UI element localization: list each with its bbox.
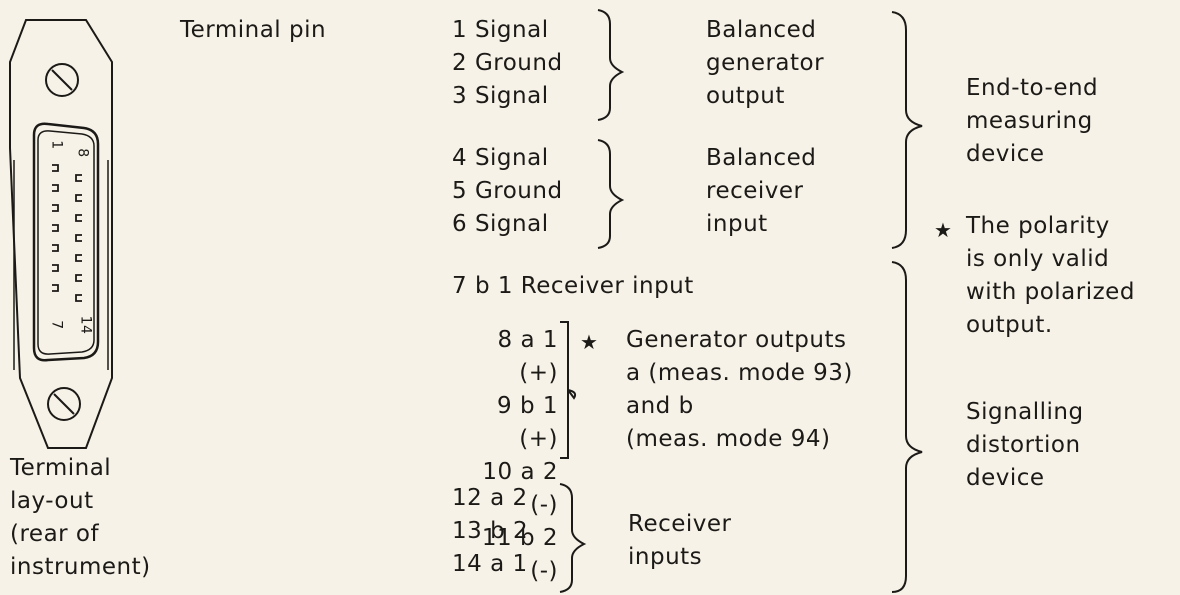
brace-end-to-end [891, 11, 923, 249]
bracket-pins-8-11 [560, 321, 569, 459]
group2-pins: 4 Signal 5 Ground 6 Signal [452, 145, 563, 237]
connector-plate [9, 19, 113, 449]
pin-mark-7: 7 [48, 320, 65, 330]
group1-desc: Balanced generator output [706, 17, 825, 109]
group3-pin: 7 b 1 Receiver input [452, 273, 694, 299]
group5-desc: Receiver inputs [628, 511, 732, 570]
group2-desc: Balanced receiver input [706, 145, 817, 237]
group4-desc: Generator outputs a (meas. mode 93) and … [626, 327, 853, 452]
pin-mark-1: 1 [48, 140, 65, 150]
group1-pins: 1 Signal 2 Ground 3 Signal [452, 17, 563, 109]
brace-pins-4-6 [597, 139, 625, 249]
group4-star-icon: ★ [580, 330, 598, 354]
connector-shell [32, 122, 100, 362]
connector-caption: Terminal lay-out (rear of instrument) [10, 455, 151, 580]
connector-plate-inner [13, 160, 109, 370]
brace-pins-12-14 [559, 483, 587, 593]
bottom-screw-icon [47, 387, 81, 421]
pin-column-left [52, 164, 59, 292]
brace-pins-1-3 [597, 9, 625, 121]
group5-pins: 12 a 2 13 b 2 14 a 1 [452, 485, 529, 577]
pin-mark-14: 14 [77, 315, 94, 335]
pin-mark-8: 8 [74, 148, 91, 158]
end-to-end-label: End-to-end measuring device [966, 75, 1099, 167]
terminal-pin-header: Terminal pin [180, 17, 327, 43]
group4-pins: 8 a 1 (+) 9 b 1 (+) 10 a 2 (-) 11 b 2 (-… [481, 327, 558, 584]
pin-column-right [75, 174, 82, 302]
polarity-note: The polarity is only valid with polarize… [966, 213, 1135, 338]
brace-signalling [891, 261, 923, 593]
top-screw-icon [45, 63, 79, 97]
signalling-label: Signalling distortion device [966, 399, 1084, 491]
note-star-icon: ★ [934, 218, 952, 242]
